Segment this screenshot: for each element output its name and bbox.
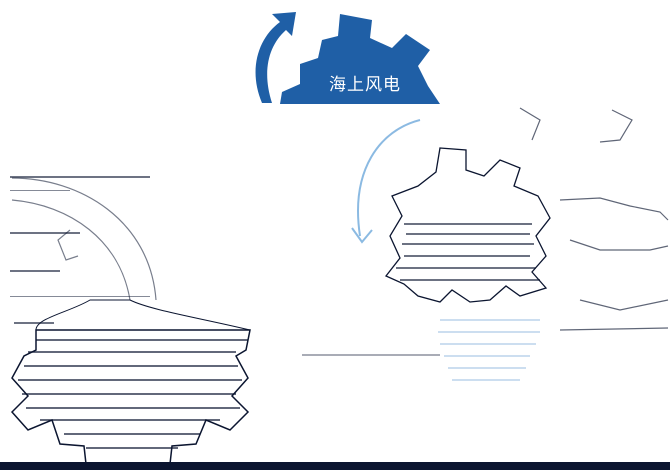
glitch-lines [10, 176, 150, 324]
gear-icon [386, 148, 550, 302]
gear-label: 海上风电 [300, 70, 430, 95]
gear-icon [12, 178, 156, 300]
gear-icon [12, 300, 250, 464]
glitch-lines [438, 320, 540, 380]
glitch-bar [0, 462, 670, 470]
